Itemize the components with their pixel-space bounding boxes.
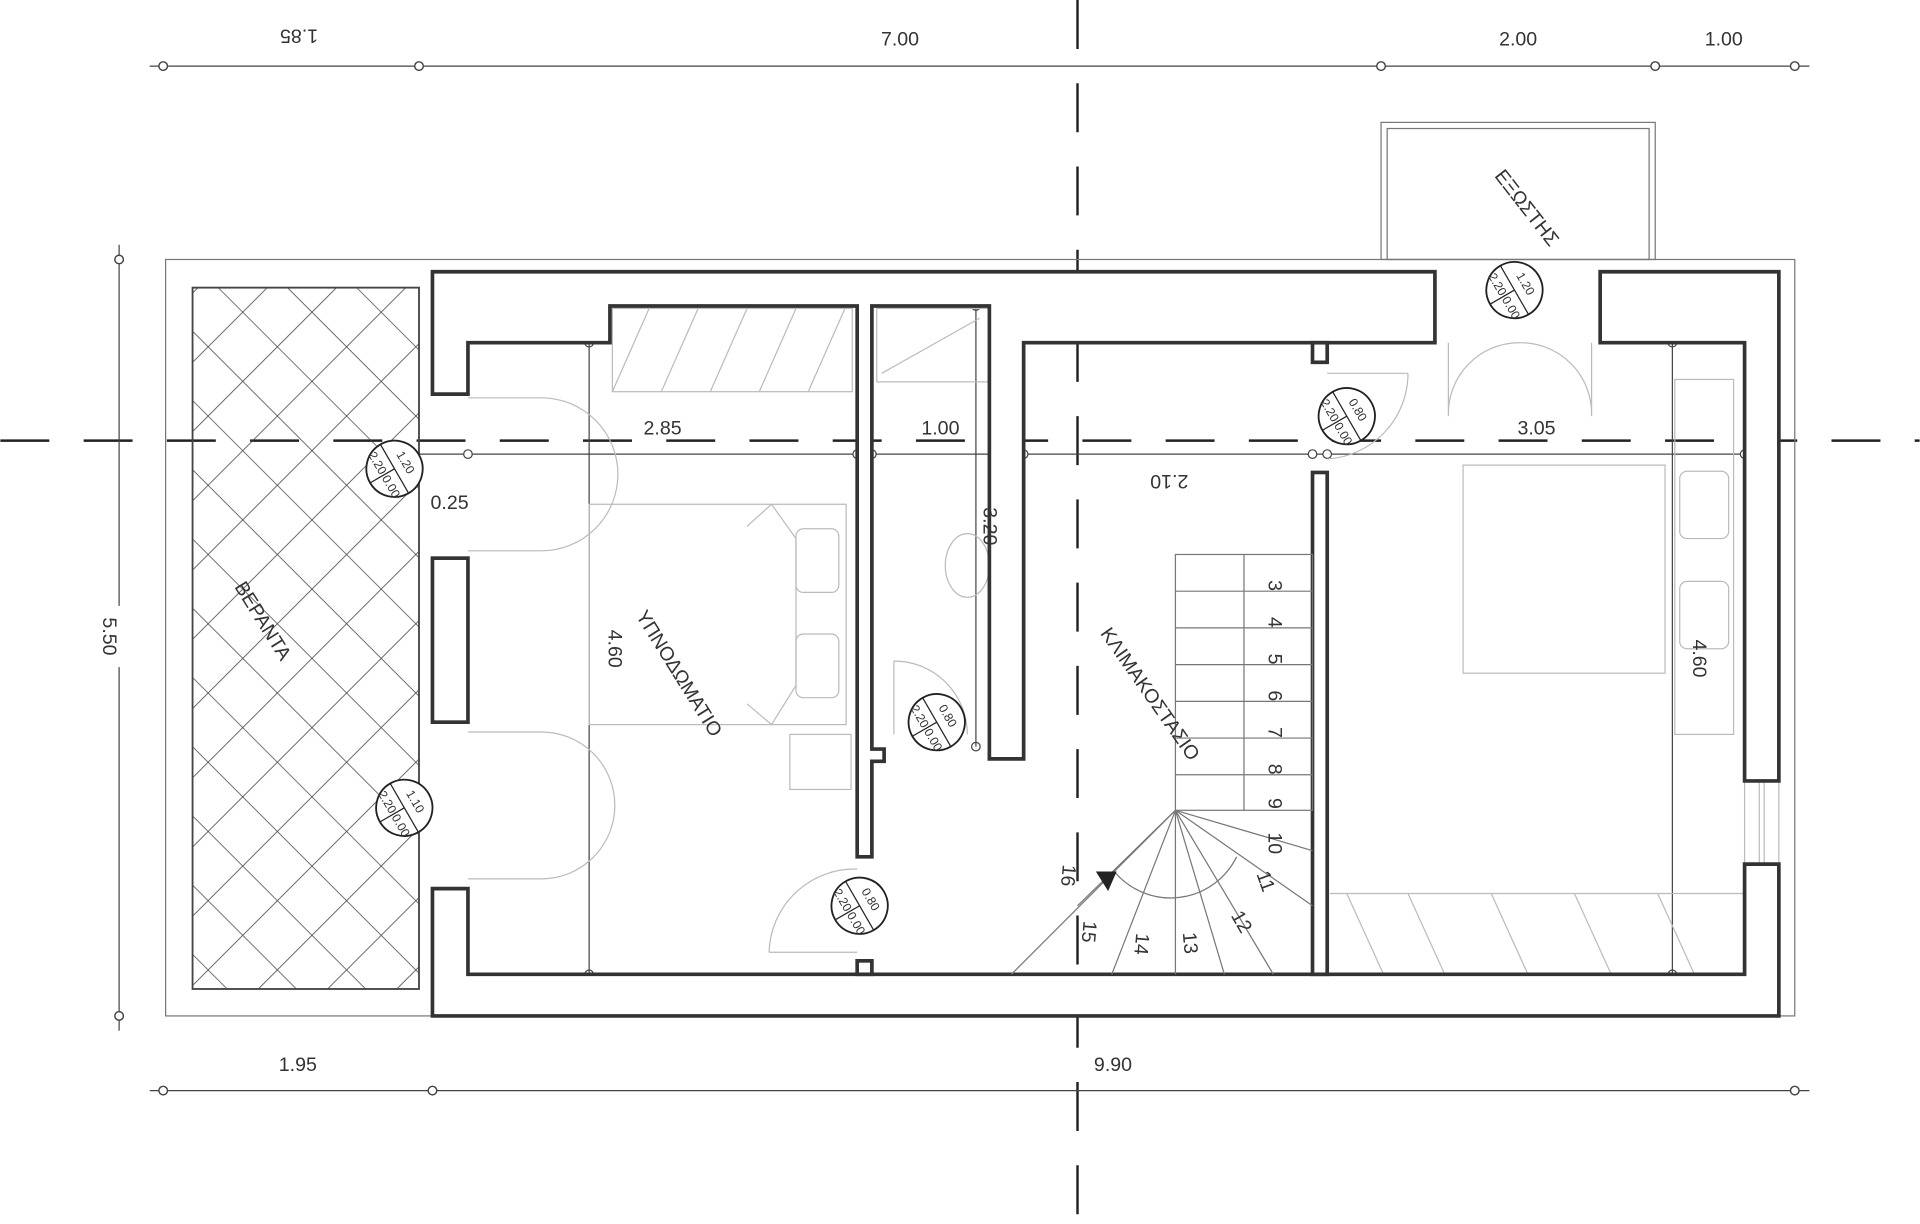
stair-step-number: 16 [1056, 864, 1080, 888]
dim-label: 1.85 [280, 24, 318, 46]
stair-step-number: 8 [1263, 764, 1285, 775]
dim-label: 5.50 [98, 617, 120, 655]
door-tag: 0.80 2.20 0.00 [830, 876, 889, 937]
stair-step-number: 15 [1077, 920, 1101, 944]
bottom-dimension-line: 1.95 9.90 [149, 1054, 1810, 1096]
door-tag: 1.20 2.20 0.00 [365, 439, 424, 500]
stair-step-number: 4 [1263, 617, 1285, 628]
dim-label: 1.95 [279, 1054, 317, 1076]
door-tag: 0.80 2.20 0.00 [1317, 387, 1376, 448]
stair-step-number: 14 [1129, 932, 1153, 956]
furniture [467, 307, 1780, 975]
interior-dimensions: 2.85 1.00 3.05 0.25 3.20 2.10 4.60 4.60 [431, 418, 1711, 678]
stair-step-number: 11 [1252, 868, 1280, 895]
dim-label: 2.00 [1499, 28, 1537, 50]
stair-step-number: 9 [1263, 798, 1285, 809]
dim-label: 1.00 [1705, 28, 1743, 50]
dim-label: 3.20 [978, 507, 1000, 545]
door-tag: 1.10 2.20 0.00 [375, 778, 434, 839]
dim-label: 2.10 [1150, 470, 1188, 492]
veranda-hatch [191, 286, 420, 990]
room-label-bedroom: ΥΠΝΟΔΩΜΑΤΙΟ [631, 607, 726, 741]
dim-label: 2.85 [644, 418, 682, 440]
door-tag: 1.20 2.20 0.00 [1485, 261, 1544, 322]
door-tag: 0.80 2.20 0.00 [907, 693, 966, 754]
stair-step-number: 7 [1263, 727, 1285, 738]
dim-label: 7.00 [881, 28, 919, 50]
top-dimension-line: 1.85 7.00 2.00 1.00 [149, 24, 1810, 72]
dim-label: 4.60 [1688, 639, 1710, 677]
dim-label: 3.05 [1517, 418, 1555, 440]
stair-step-number: 10 [1263, 832, 1285, 854]
stair-step-number: 13 [1178, 931, 1202, 955]
dim-label: 9.90 [1094, 1054, 1132, 1076]
room-label-balcony: ΕΞΩΣΤΗΣ [1490, 166, 1563, 251]
dim-label: 4.60 [604, 630, 626, 668]
left-dimension-line: 5.50 [98, 244, 134, 1031]
stair-step-number: 5 [1263, 654, 1285, 665]
dim-label: 0.25 [431, 492, 469, 514]
dim-label: 1.00 [921, 418, 959, 440]
stair-step-number: 12 [1226, 907, 1256, 937]
room-labels: ΒΕΡΑΝΤΑ ΥΠΝΟΔΩΜΑΤΙΟ ΚΛΙΜΑΚΟΣΤΑΣΙΟ ΕΞΩΣΤΗ… [230, 166, 1563, 765]
stair-step-number: 6 [1263, 690, 1285, 701]
room-label-staircase: ΚΛΙΜΑΚΟΣΤΑΣΙΟ [1096, 624, 1204, 765]
stair-step-number: 3 [1263, 580, 1285, 591]
staircase: 3 4 5 6 7 8 9 10 11 12 13 14 15 16 [1010, 553, 1314, 975]
